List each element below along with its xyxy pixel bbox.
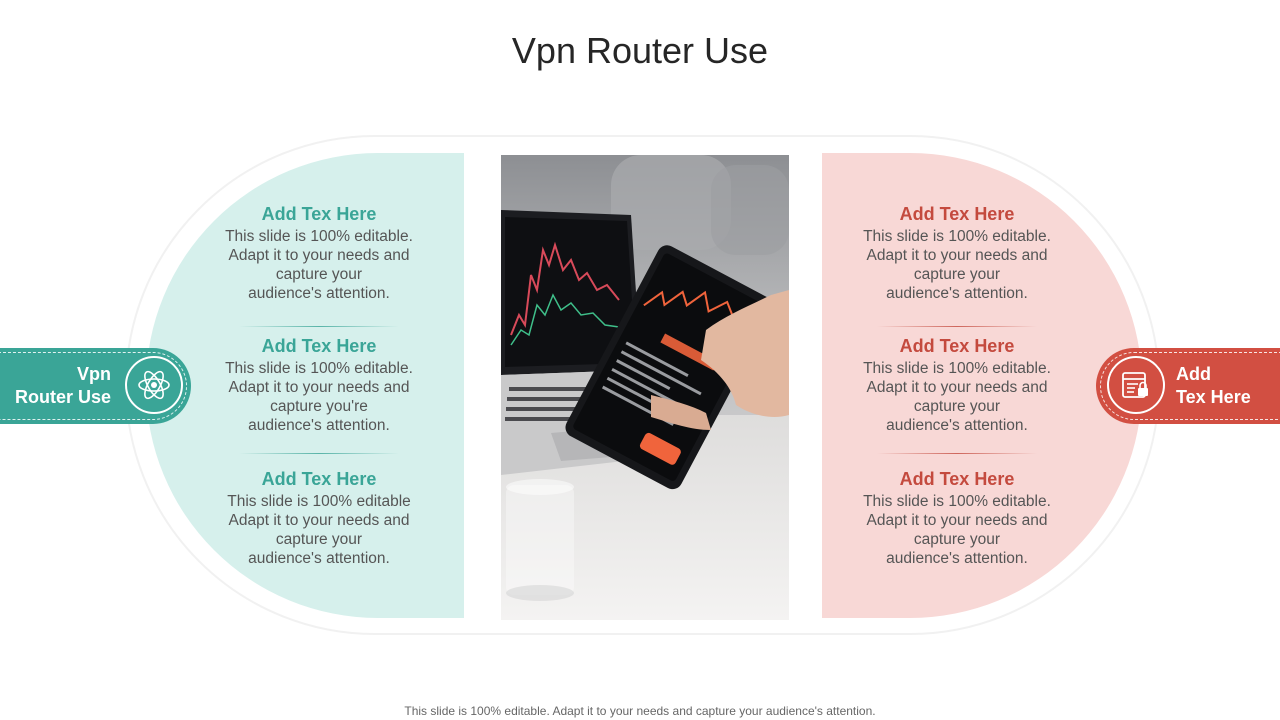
body-line: capture your bbox=[913, 531, 1001, 548]
body-line: Adapt it to your needs and bbox=[866, 379, 1048, 396]
body-line: This slide is 100% editable. bbox=[863, 493, 1051, 510]
body-line: This slide is 100% editable. bbox=[225, 360, 413, 377]
left-separator-2 bbox=[239, 453, 399, 454]
left-item-3-body: This slide is 100% editable Adapt it to … bbox=[204, 492, 434, 568]
body-line: audience's attention. bbox=[248, 417, 390, 434]
body-line: This slide is 100% editable. bbox=[863, 228, 1051, 245]
right-tag: Add Tex Here bbox=[1096, 348, 1280, 424]
left-tag-line-1: Vpn bbox=[77, 364, 111, 384]
right-item-1: Add Tex Here This slide is 100% editable… bbox=[842, 203, 1072, 303]
right-item-3-title: Add Tex Here bbox=[899, 469, 1015, 489]
left-item-1: Add Tex Here This slide is 100% editable… bbox=[204, 203, 434, 303]
left-tag-label: Vpn Router Use bbox=[1, 363, 111, 409]
body-line: capture your bbox=[913, 398, 1001, 415]
left-separator-1 bbox=[239, 326, 399, 327]
body-line: Adapt it to your needs and bbox=[866, 247, 1048, 264]
center-photo bbox=[501, 155, 789, 620]
footer-note: This slide is 100% editable. Adapt it to… bbox=[404, 704, 876, 718]
left-item-2-title: Add Tex Here bbox=[261, 336, 377, 356]
body-line: Adapt it to your needs and bbox=[228, 247, 410, 264]
right-item-3-body: This slide is 100% editable. Adapt it to… bbox=[842, 492, 1072, 568]
body-line: Adapt it to your needs and bbox=[228, 512, 410, 529]
right-item-2-body: This slide is 100% editable. Adapt it to… bbox=[842, 359, 1072, 435]
page-title: Vpn Router Use bbox=[511, 30, 769, 71]
body-line: This slide is 100% editable bbox=[227, 493, 411, 510]
left-item-3-title: Add Tex Here bbox=[261, 469, 377, 489]
left-item-1-body: This slide is 100% editable. Adapt it to… bbox=[204, 227, 434, 303]
body-line: audience's attention. bbox=[886, 285, 1028, 302]
body-line: audience's attention. bbox=[248, 550, 390, 567]
left-tag-dashed-border bbox=[0, 352, 187, 420]
left-item-2-body: This slide is 100% editable. Adapt it to… bbox=[204, 359, 434, 435]
right-item-2: Add Tex Here This slide is 100% editable… bbox=[842, 335, 1072, 435]
left-item-3: Add Tex Here This slide is 100% editable… bbox=[204, 468, 434, 568]
left-tag-line-2: Router Use bbox=[14, 387, 111, 407]
right-tag-label: Add Tex Here bbox=[1176, 363, 1276, 409]
body-line: Adapt it to your needs and bbox=[228, 379, 410, 396]
left-item-2: Add Tex Here This slide is 100% editable… bbox=[204, 335, 434, 435]
right-tag-dashed-border bbox=[1100, 352, 1280, 420]
left-tag: Vpn Router Use bbox=[0, 348, 191, 424]
right-separator-1 bbox=[877, 326, 1037, 327]
body-line: capture your bbox=[275, 266, 363, 283]
body-line: capture your bbox=[913, 266, 1001, 283]
body-line: audience's attention. bbox=[248, 285, 390, 302]
body-line: audience's attention. bbox=[886, 550, 1028, 567]
document-lock-icon bbox=[1107, 356, 1165, 414]
right-tag-line-2: Tex Here bbox=[1176, 387, 1251, 407]
body-line: capture your bbox=[275, 531, 363, 548]
atom-icon bbox=[125, 356, 183, 414]
right-item-3: Add Tex Here This slide is 100% editable… bbox=[842, 468, 1072, 568]
body-line: audience's attention. bbox=[886, 417, 1028, 434]
right-item-1-title: Add Tex Here bbox=[899, 204, 1015, 224]
right-item-1-body: This slide is 100% editable. Adapt it to… bbox=[842, 227, 1072, 303]
body-line: This slide is 100% editable. bbox=[225, 228, 413, 245]
left-item-1-title: Add Tex Here bbox=[261, 204, 377, 224]
right-separator-2 bbox=[877, 453, 1037, 454]
right-item-2-title: Add Tex Here bbox=[899, 336, 1015, 356]
body-line: capture you're bbox=[270, 398, 368, 415]
right-tag-line-1: Add bbox=[1176, 364, 1211, 384]
body-line: Adapt it to your needs and bbox=[866, 512, 1048, 529]
body-line: This slide is 100% editable. bbox=[863, 360, 1051, 377]
